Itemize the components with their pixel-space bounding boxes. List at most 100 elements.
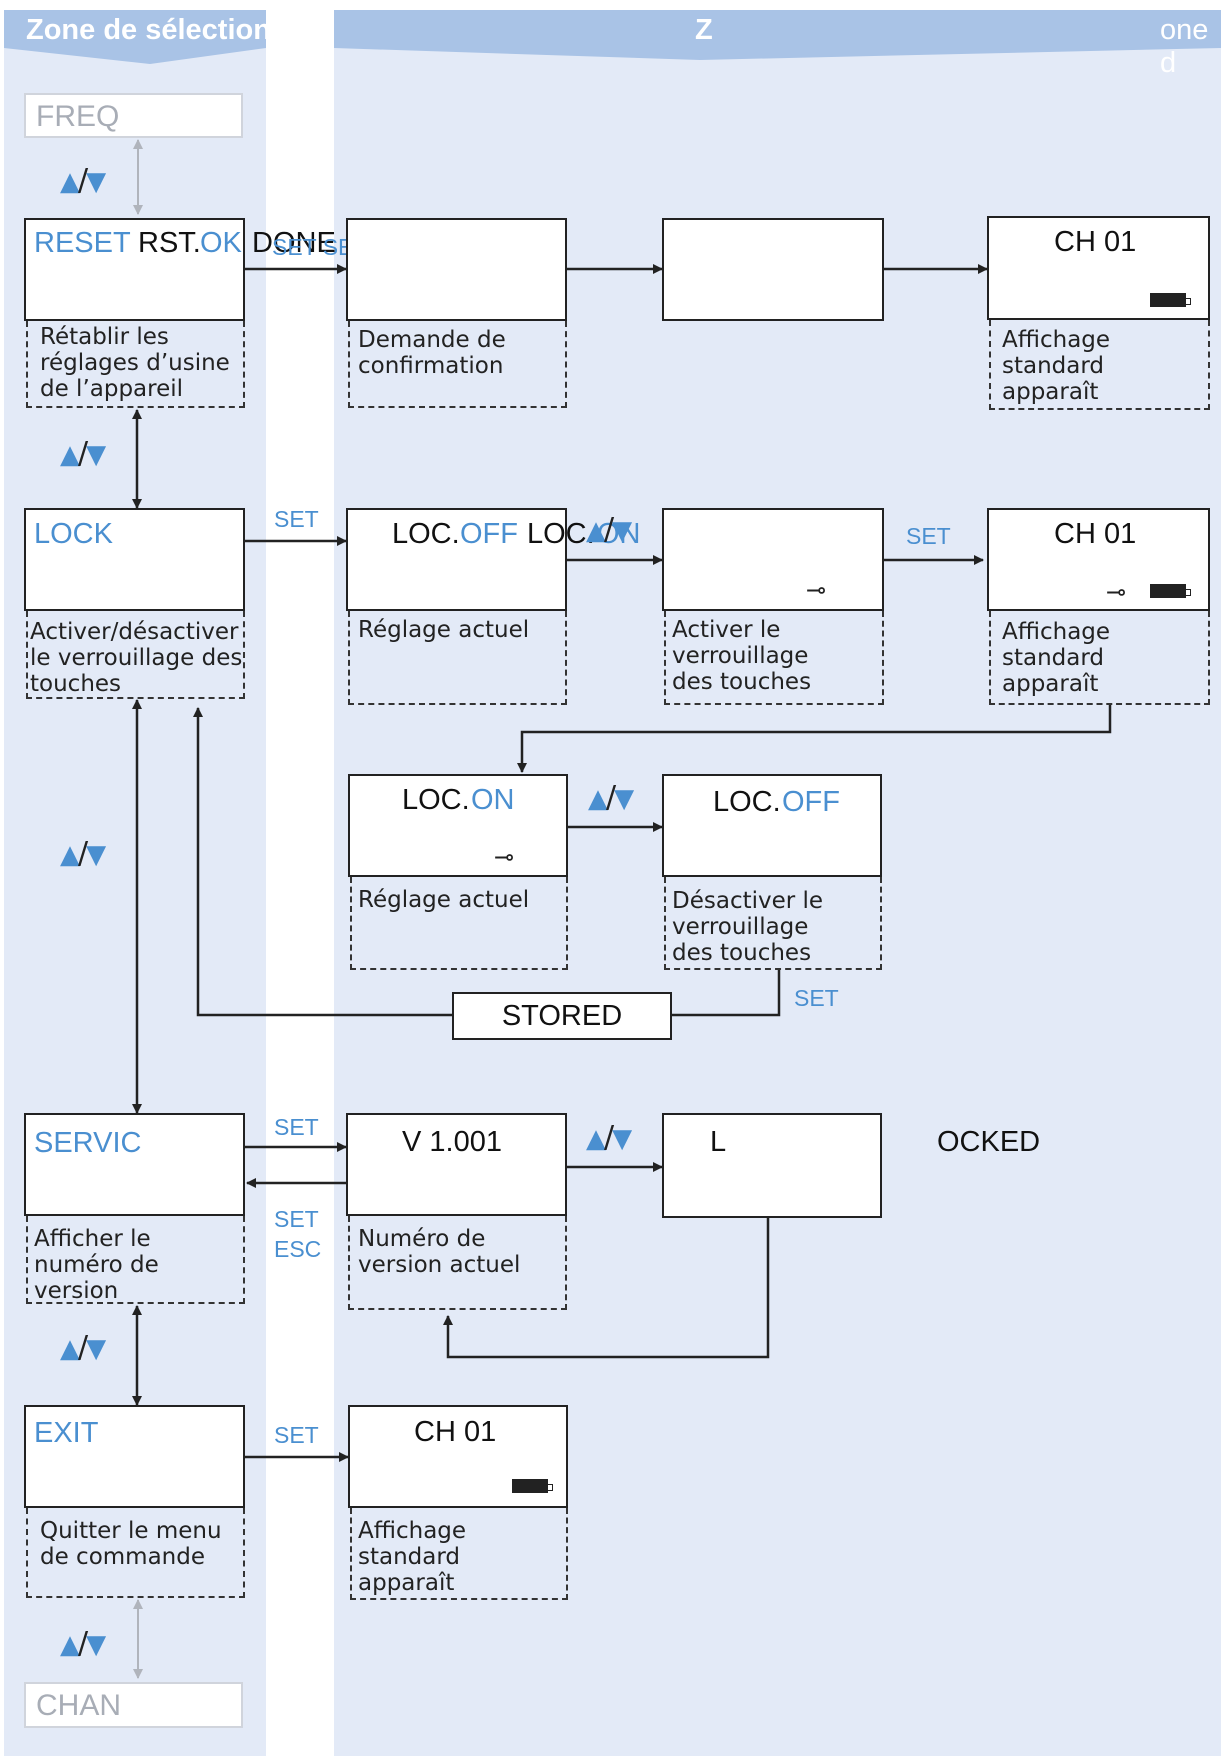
lock-current-screen bbox=[346, 508, 567, 611]
lock-current-loc: LOC. bbox=[392, 518, 460, 550]
lock-set3-label: SET bbox=[794, 985, 839, 1011]
lock-on-loc: LOC. bbox=[402, 784, 470, 816]
reset-standard-caption-2: standard bbox=[1002, 353, 1105, 379]
service-caption-1: Afficher le bbox=[34, 1226, 151, 1252]
exit-set-label: SET bbox=[274, 1422, 319, 1448]
exit-standard-channel: CH 01 bbox=[414, 1416, 497, 1448]
lock-activate-caption-1: Activer le bbox=[672, 617, 781, 643]
menu-item-exit[interactable] bbox=[24, 1405, 245, 1508]
service-caption-3: version bbox=[34, 1278, 119, 1304]
exit-caption-box bbox=[26, 1508, 245, 1598]
lock-activate-screen bbox=[662, 508, 884, 611]
locked-l: L bbox=[710, 1126, 727, 1158]
lock-standard-caption-3: apparaît bbox=[1002, 671, 1099, 697]
reset-display-done: DONE bbox=[252, 227, 336, 259]
reset-blank-screen bbox=[662, 218, 884, 321]
reset-standard-caption-1: Affichage bbox=[1002, 327, 1111, 353]
lock-caption-1: Activer/désactiver bbox=[30, 619, 239, 645]
reset-display-ok: OK bbox=[200, 227, 242, 259]
service-set-back-label: SET bbox=[274, 1206, 319, 1232]
service-esc-label: ESC bbox=[274, 1236, 322, 1262]
lock-current-loc2: LOC. bbox=[527, 518, 595, 550]
lock-activate-caption-3: des touches bbox=[672, 669, 812, 695]
header-band-right bbox=[334, 10, 1221, 60]
reset-confirm-screen bbox=[346, 218, 567, 321]
reset-caption-1: Rétablir les bbox=[40, 324, 169, 350]
lock-caption-2: le verrouillage des bbox=[30, 645, 243, 671]
lock-on-caption-box bbox=[350, 877, 568, 970]
reset-label: RESET bbox=[34, 227, 131, 259]
up-down-arrows-icon: ▲/▼ bbox=[60, 163, 106, 198]
exit-caption-1: Quitter le menu bbox=[40, 1518, 222, 1544]
exit-standard-caption-box bbox=[350, 1508, 568, 1600]
lock-off-caption-2: verrouillage bbox=[672, 914, 809, 940]
lock-current-on: ON bbox=[597, 518, 641, 550]
zone-header: Z bbox=[695, 14, 713, 46]
zone-header-right: one d bbox=[1160, 14, 1209, 79]
exit-standard-caption-3: apparaît bbox=[358, 1570, 455, 1596]
version-screen bbox=[346, 1113, 567, 1216]
version-caption-2: version actuel bbox=[358, 1252, 521, 1278]
menu-item-freq[interactable]: FREQ bbox=[24, 93, 243, 138]
lock-on-on: ON bbox=[471, 784, 515, 816]
lock-activate-caption-box bbox=[664, 611, 884, 705]
up-down-arrows-icon: ▲/▼ bbox=[60, 436, 106, 471]
up-down-arrows-icon: ▲/▼ bbox=[588, 780, 634, 815]
menu-item-lock[interactable] bbox=[24, 508, 245, 611]
lock-standard-caption-2: standard bbox=[1002, 645, 1105, 671]
locked-ocked: OCKED bbox=[937, 1126, 1041, 1158]
menu-item-service[interactable] bbox=[24, 1113, 245, 1216]
battery-icon bbox=[1150, 584, 1191, 598]
lock-off-screen bbox=[662, 774, 882, 877]
key-icon: ⊸ bbox=[1106, 578, 1127, 606]
lock-standard-caption-1: Affichage bbox=[1002, 619, 1111, 645]
reset-caption-3: de l’appareil bbox=[40, 376, 184, 402]
reset-standard-channel: CH 01 bbox=[1054, 226, 1137, 258]
up-down-arrows-icon: ▲/▼ bbox=[60, 1330, 106, 1365]
lock-label: LOCK bbox=[34, 518, 113, 550]
reset-standard-caption-box bbox=[989, 320, 1210, 410]
lock-caption-box bbox=[26, 611, 245, 699]
locked-screen bbox=[662, 1113, 882, 1218]
lock-set-label: SET bbox=[274, 506, 319, 532]
exit-label: EXIT bbox=[34, 1417, 99, 1449]
key-icon: ⊸ bbox=[494, 843, 515, 871]
key-icon: ⊸ bbox=[806, 576, 827, 604]
lock-on-caption: Réglage actuel bbox=[358, 887, 530, 913]
lock-off-loc: LOC. bbox=[713, 786, 781, 818]
service-set-label: SET bbox=[274, 1114, 319, 1140]
service-caption-box bbox=[26, 1216, 245, 1304]
service-label: SERVIC bbox=[34, 1127, 142, 1159]
menu-item-chan[interactable]: CHAN bbox=[24, 1682, 243, 1728]
lock-standard-channel: CH 01 bbox=[1054, 518, 1137, 550]
lock-current-caption-box bbox=[348, 611, 567, 705]
lock-off-off: OFF bbox=[782, 786, 840, 818]
selection-zone-header: Zone de sélection bbox=[26, 14, 271, 46]
exit-standard-caption-1: Affichage bbox=[358, 1518, 467, 1544]
lock-set2-label: SET bbox=[906, 523, 951, 549]
lock-on-screen bbox=[348, 774, 568, 877]
up-down-arrows-icon: ▲/▼ bbox=[60, 836, 106, 871]
reset-caption-box bbox=[26, 321, 245, 408]
version-caption-box bbox=[348, 1216, 567, 1310]
version-number: V 1.001 bbox=[402, 1126, 502, 1158]
reset-confirm-caption-1: Demande de bbox=[358, 327, 506, 353]
reset-display-rst: RST. bbox=[138, 227, 201, 259]
menu-item-reset[interactable] bbox=[24, 218, 245, 321]
lock-off-caption-box bbox=[664, 877, 882, 970]
stored-box: STORED bbox=[452, 992, 672, 1040]
reset-confirm-caption-2: confirmation bbox=[358, 353, 504, 379]
header-band-left bbox=[4, 10, 266, 64]
exit-standard-caption-2: standard bbox=[358, 1544, 461, 1570]
version-caption-1: Numéro de bbox=[358, 1226, 486, 1252]
reset-standard-caption-3: apparaît bbox=[1002, 379, 1099, 405]
reset-caption-2: réglages d’usine bbox=[40, 350, 230, 376]
reset-confirm-caption-box bbox=[348, 321, 567, 408]
lock-current-caption: Réglage actuel bbox=[358, 617, 530, 643]
lock-activate-caption-2: verrouillage bbox=[672, 643, 809, 669]
lock-standard-caption-box bbox=[989, 611, 1210, 705]
up-down-arrows-icon: ▲/▼ bbox=[586, 512, 632, 547]
lock-current-off: OFF bbox=[460, 518, 518, 550]
lock-off-caption-1: Désactiver le bbox=[672, 888, 824, 914]
up-down-arrows-icon: ▲/▼ bbox=[586, 1120, 632, 1155]
